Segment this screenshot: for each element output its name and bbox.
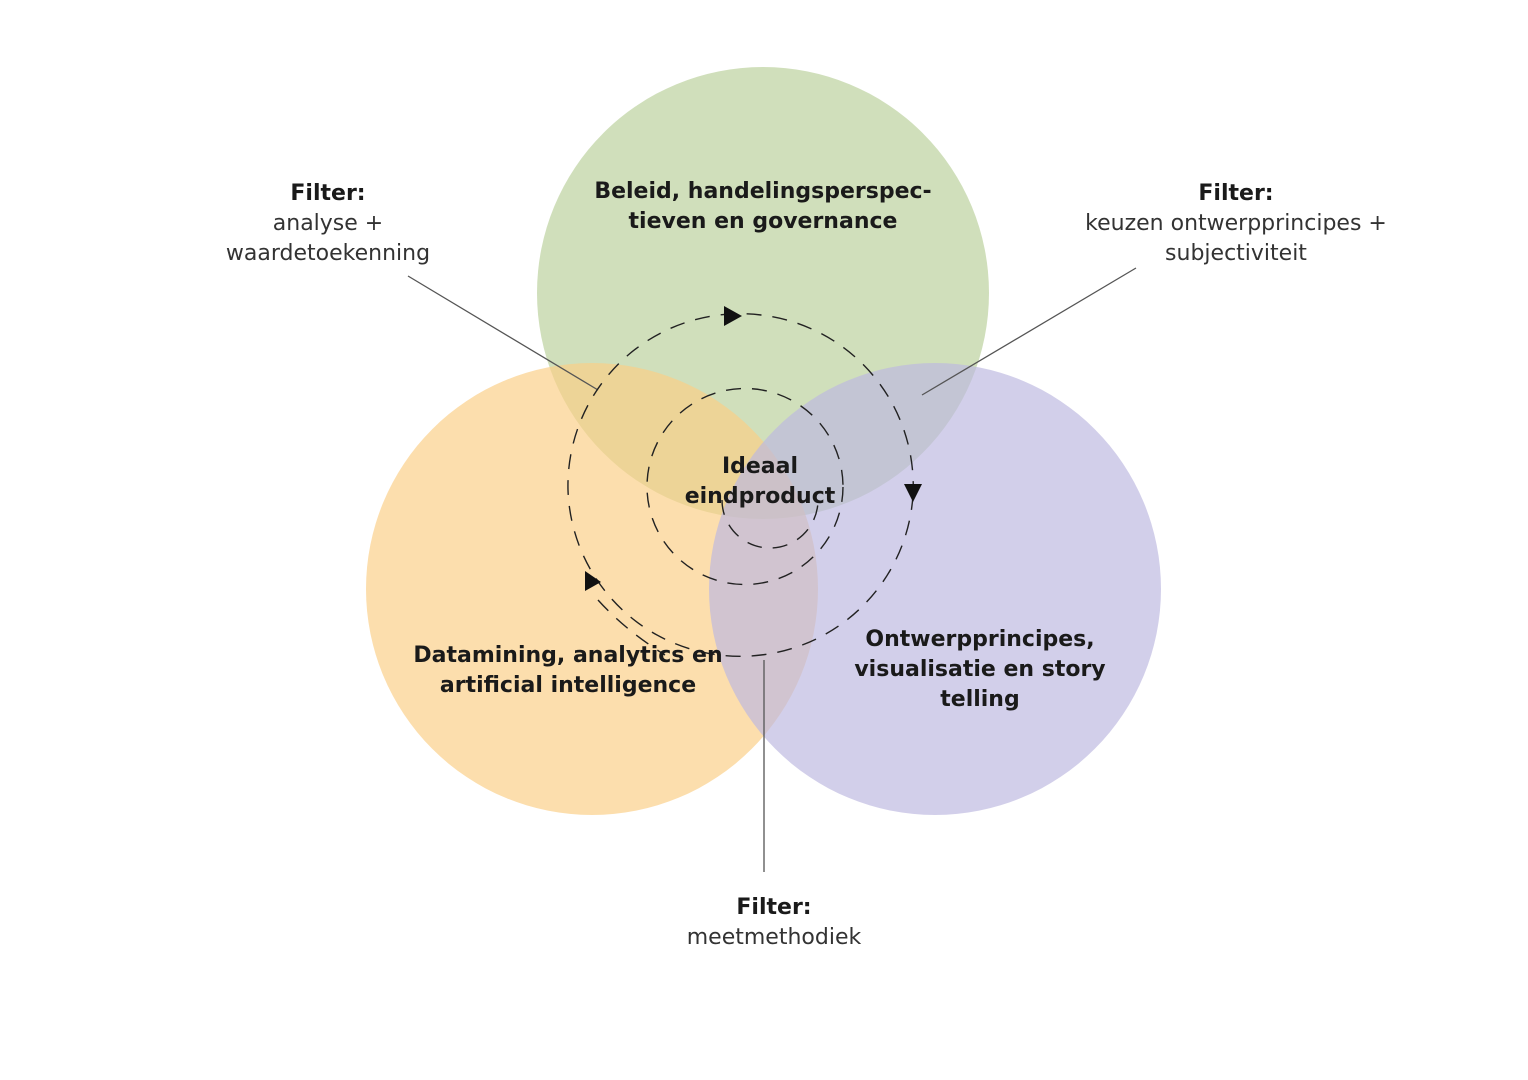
filter-bottom-line-1: meetmethodiek xyxy=(686,925,862,950)
cycle-outer-dashed xyxy=(567,313,914,657)
filter-left-line-1: analyse + xyxy=(272,211,384,236)
filter-right: Filter: keuzen ontwerpprincipes + subjec… xyxy=(1061,179,1411,269)
filter-bottom-title: Filter: xyxy=(736,895,812,920)
label-datamining: Datamining, analytics en artificial inte… xyxy=(368,641,768,701)
label-center-line-2: eindproduct xyxy=(684,484,836,509)
label-beleid: Beleid, handelingsperspec- tieven en gov… xyxy=(563,177,963,237)
leader-line-left xyxy=(407,275,599,391)
arrow-top-icon xyxy=(724,306,742,326)
filter-right-title: Filter: xyxy=(1198,181,1274,206)
label-beleid-line-2: tieven en governance xyxy=(628,209,898,234)
filter-bottom: Filter: meetmethodiek xyxy=(624,893,924,953)
label-beleid-line-1: Beleid, handelingsperspec- xyxy=(594,179,932,204)
filter-right-line-1: keuzen ontwerpprincipes + xyxy=(1085,211,1387,236)
label-datamining-line-1: Datamining, analytics en xyxy=(413,643,723,668)
label-datamining-line-2: artificial intelligence xyxy=(439,673,697,698)
filter-left-line-2: waardetoekenning xyxy=(225,241,431,266)
label-ontwerpprincipes-line-1: Ontwerpprincipes, xyxy=(865,627,1095,652)
circle-ontwerpprincipes xyxy=(709,363,1161,815)
filter-right-line-2: subjectiviteit xyxy=(1165,241,1307,266)
arrow-left-icon xyxy=(585,571,601,591)
arrow-left-tail xyxy=(597,599,666,656)
label-ideaal-eindproduct: Ideaal eindproduct xyxy=(660,452,860,512)
label-center-line-1: Ideaal xyxy=(721,454,799,479)
leader-line-right xyxy=(921,267,1137,396)
label-ontwerpprincipes: Ontwerpprincipes, visualisatie en story … xyxy=(780,625,1180,715)
filter-left: Filter: analyse + waardetoekenning xyxy=(178,179,478,269)
label-ontwerpprincipes-line-3: telling xyxy=(940,687,1020,712)
filter-left-title: Filter: xyxy=(290,181,366,206)
circle-datamining xyxy=(366,363,818,815)
label-ontwerpprincipes-line-2: visualisatie en story xyxy=(854,657,1106,682)
arrow-right-icon xyxy=(904,484,922,502)
